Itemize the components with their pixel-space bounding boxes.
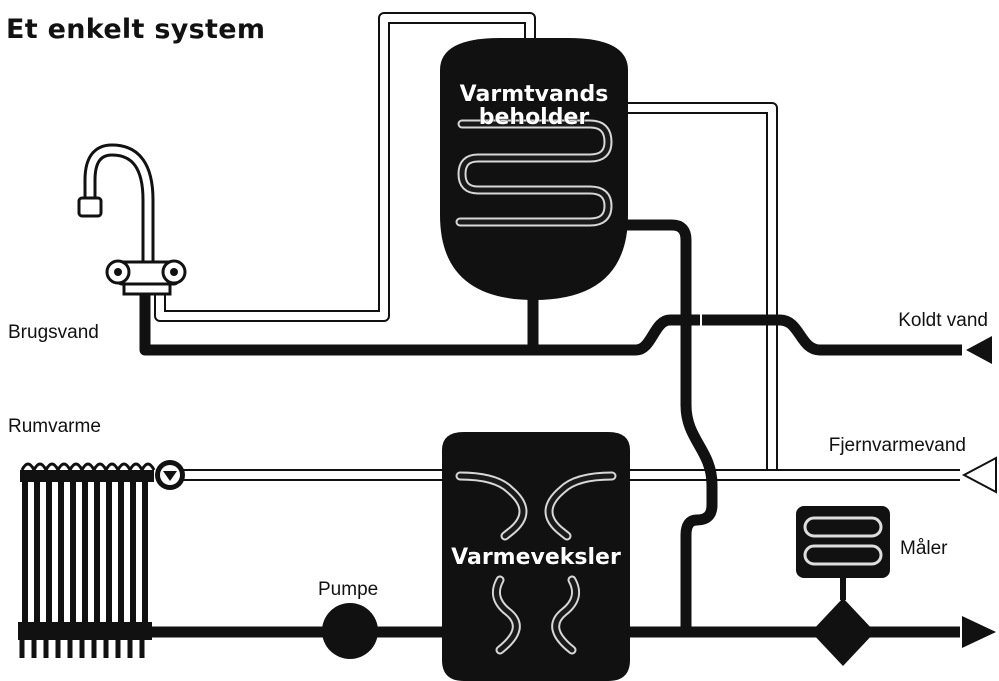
exchanger-label: Varmeveksler (451, 545, 621, 570)
label-space-heating: Rumvarme (8, 416, 101, 437)
tap-water-pipe (139, 290, 700, 356)
cold-water-pipe (772, 314, 962, 356)
district-water-outlet-arrow-icon (962, 616, 996, 648)
heat-exchanger: Varmeveksler (442, 432, 630, 681)
diagram-title: Et enkelt system (6, 14, 265, 45)
cold-water-inlet-arrow-icon (966, 336, 992, 364)
district-heating-return-pipe (588, 102, 778, 475)
label-cold-water: Koldt vand (898, 310, 988, 331)
meter-icon (796, 506, 890, 666)
faucet-icon (77, 143, 187, 296)
tank-label-line2: beholder (479, 105, 590, 130)
hot-water-pipe (154, 12, 536, 322)
label-meter: Måler (900, 538, 948, 559)
label-district-water: Fjernvarmevand (829, 435, 966, 456)
label-pump: Pumpe (318, 579, 378, 600)
label-tap-water: Brugsvand (8, 322, 99, 343)
tank-label-line1: Varmtvands (460, 82, 609, 107)
pump-icon (322, 603, 378, 659)
tank-coil-supply-pipe (620, 219, 718, 632)
radiator-valve-icon (155, 460, 185, 490)
radiator-icon (18, 462, 156, 658)
hot-water-tank: Varmtvands beholder (440, 38, 628, 300)
district-water-inlet-arrow-icon (961, 456, 997, 494)
